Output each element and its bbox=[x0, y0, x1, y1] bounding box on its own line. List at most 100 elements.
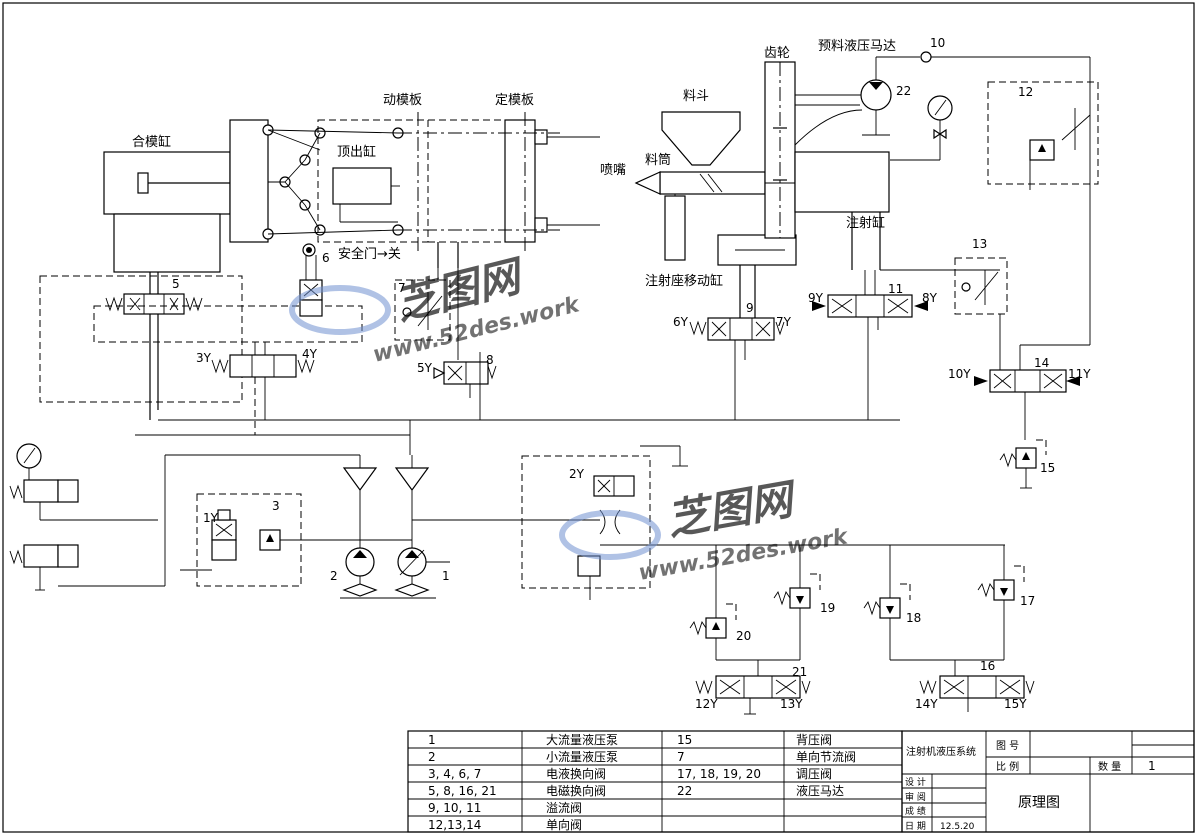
grade-label: 成 绩 bbox=[905, 805, 926, 817]
review-label: 审 阅 bbox=[905, 791, 926, 803]
table-cell: 溢流阀 bbox=[546, 801, 582, 815]
safety-door-label: 安全门→关 bbox=[338, 246, 401, 262]
number-18: 18 bbox=[906, 611, 921, 625]
solenoid-14y: 14Y bbox=[915, 697, 938, 711]
number-12: 12 bbox=[1018, 85, 1033, 99]
fixed-platen bbox=[504, 119, 536, 243]
injection-unit bbox=[634, 51, 1091, 345]
system-name: 注射机液压系统 bbox=[906, 745, 976, 758]
ejector-cylinder-label: 顶出缸 bbox=[337, 144, 376, 160]
drawing-title: 原理图 bbox=[1018, 795, 1060, 811]
parts-table-row: 2 小流量液压泵 7 单向节流阀 bbox=[428, 749, 856, 764]
table-cell: 2 bbox=[428, 750, 436, 764]
number-6: 6 bbox=[322, 251, 330, 265]
number-1: 1 bbox=[442, 569, 450, 583]
number-17: 17 bbox=[1020, 594, 1035, 608]
number-15: 15 bbox=[1040, 461, 1055, 475]
table-cell: 5, 8, 16, 21 bbox=[428, 784, 497, 798]
valve-16 bbox=[919, 675, 1035, 712]
table-cell: 电磁换向阀 bbox=[546, 783, 606, 798]
parts-table-row: 9, 10, 11 溢流阀 bbox=[428, 801, 582, 815]
tailstock-plate bbox=[229, 119, 269, 243]
number-10: 10 bbox=[930, 36, 945, 50]
table-cell: 15 bbox=[677, 733, 692, 747]
number-3: 3 bbox=[272, 499, 280, 513]
valve-21 bbox=[695, 675, 811, 715]
motor-label: 预料液压马达 bbox=[818, 39, 896, 54]
parts-table-row: 1 大流量液压泵 15 背压阀 bbox=[428, 732, 832, 747]
number-13: 13 bbox=[972, 237, 987, 251]
moving-platen bbox=[317, 119, 429, 243]
solenoid-6y: 6Y bbox=[673, 315, 689, 329]
pump-1 bbox=[394, 467, 450, 597]
table-cell: 7 bbox=[677, 750, 685, 764]
moving-platen-label: 动模板 bbox=[383, 93, 422, 108]
number-22: 22 bbox=[896, 84, 911, 98]
injection-cylinder-label: 注射缸 bbox=[846, 215, 885, 231]
solenoid-8y: 8Y bbox=[922, 291, 938, 305]
table-cell: 3, 4, 6, 7 bbox=[428, 767, 481, 781]
nozzle-label: 喷嘴 bbox=[600, 163, 626, 178]
valve-20 bbox=[689, 545, 737, 660]
injection-cylinder bbox=[794, 151, 890, 213]
drawing-no-label: 图 号 bbox=[996, 740, 1019, 752]
parts-table-row: 12,13,14 单向阀 bbox=[428, 817, 582, 832]
solenoid-12y: 12Y bbox=[695, 697, 718, 711]
valve-14 bbox=[974, 344, 1090, 440]
table-cell: 12,13,14 bbox=[428, 818, 481, 832]
gauge-valves-left bbox=[9, 443, 166, 591]
number-19: 19 bbox=[820, 601, 835, 615]
date-value: 12.5.20 bbox=[940, 822, 975, 832]
table-cell: 大流量液压泵 bbox=[546, 732, 618, 747]
parts-table-row: 3, 4, 6, 7 电液换向阀 17, 18, 19, 20 调压阀 bbox=[428, 766, 832, 781]
table-cell: 调压阀 bbox=[796, 767, 832, 781]
relief-valve-12 bbox=[987, 81, 1099, 190]
number-16: 16 bbox=[980, 659, 995, 673]
table-cell: 17, 18, 19, 20 bbox=[677, 767, 761, 781]
table-cell: 小流量液压泵 bbox=[546, 749, 618, 764]
number-21: 21 bbox=[792, 665, 807, 679]
number-11: 11 bbox=[888, 282, 903, 296]
fixed-platen-label: 定模板 bbox=[495, 93, 534, 108]
table-cell: 9, 10, 11 bbox=[428, 801, 481, 815]
solenoid-11y: 11Y bbox=[1068, 367, 1091, 381]
throttle-check-7 bbox=[394, 268, 459, 360]
number-7: 7 bbox=[398, 281, 406, 295]
title-block bbox=[901, 730, 1195, 833]
table-cell: 电液换向阀 bbox=[546, 766, 606, 781]
solenoid-10y: 10Y bbox=[948, 367, 971, 381]
number-2: 2 bbox=[330, 569, 338, 583]
date-label: 日 期 bbox=[905, 821, 926, 832]
solenoid-9y: 9Y bbox=[808, 291, 824, 305]
solenoid-5y: 5Y bbox=[417, 361, 433, 375]
solenoid-15y: 15Y bbox=[1004, 697, 1027, 711]
valve-8 bbox=[433, 352, 497, 420]
table-cell: 单向阀 bbox=[546, 817, 582, 832]
valve-11 bbox=[812, 270, 928, 420]
table-cell: 液压马达 bbox=[796, 783, 844, 798]
clamp-cylinder-label: 合模缸 bbox=[132, 134, 171, 150]
number-20: 20 bbox=[736, 629, 751, 643]
solenoid-13y: 13Y bbox=[780, 697, 803, 711]
table-cell: 22 bbox=[677, 784, 692, 798]
number-9: 9 bbox=[746, 301, 754, 315]
barrel-label: 料筒 bbox=[645, 152, 671, 168]
pump-2 bbox=[342, 467, 378, 597]
parts-table-row: 5, 8, 16, 21 电磁换向阀 22 液压马达 bbox=[428, 783, 844, 798]
back-pressure-valve-15 bbox=[999, 439, 1047, 489]
nozzle bbox=[634, 171, 661, 195]
valve-6 bbox=[299, 255, 323, 317]
valve-9 bbox=[689, 317, 785, 420]
solenoid-2y: 2Y bbox=[569, 467, 585, 481]
valve-19 bbox=[773, 545, 821, 660]
solenoid-3y: 3Y bbox=[196, 351, 212, 365]
hopper bbox=[661, 111, 741, 166]
solenoid-1y: 1Y bbox=[203, 511, 219, 525]
valve-3y-4y bbox=[211, 342, 315, 435]
hopper-label: 料斗 bbox=[683, 89, 709, 104]
check-valve-10 bbox=[920, 51, 932, 63]
valve-5 bbox=[39, 272, 243, 420]
design-label: 设 计 bbox=[905, 776, 926, 788]
table-cell: 单向节流阀 bbox=[796, 749, 856, 764]
